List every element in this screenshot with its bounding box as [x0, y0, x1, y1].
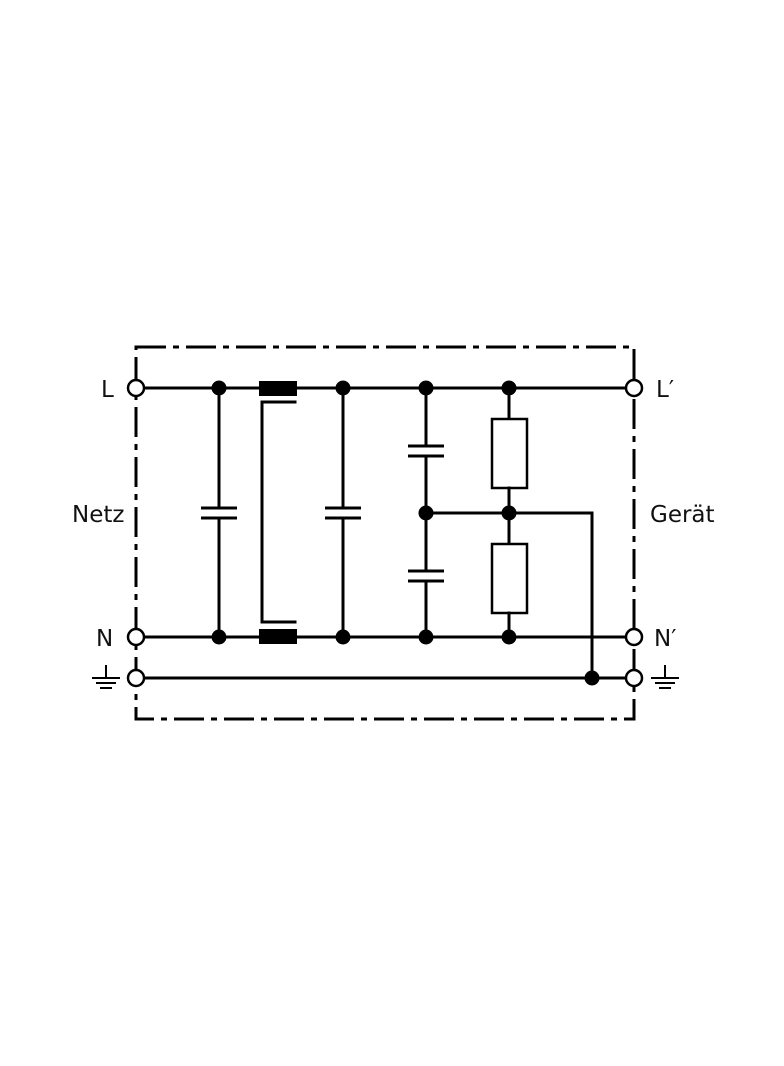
label-device: Gerät [650, 502, 715, 528]
choke-core [260, 400, 297, 624]
label-neutral-out: N′ [654, 626, 676, 652]
junction-nodes [211, 380, 600, 686]
node [418, 380, 434, 396]
bleeder-resistors [490, 386, 529, 639]
x-capacitor-input [201, 386, 237, 639]
ground-icon [92, 665, 120, 689]
node [501, 629, 517, 645]
label-mains: Netz [72, 502, 124, 528]
node [584, 670, 600, 686]
node [335, 629, 351, 645]
label-line-in: L [101, 377, 114, 403]
node [501, 505, 517, 521]
label-neutral-in: N [96, 626, 113, 652]
resistor-lower [490, 542, 529, 615]
node [211, 629, 227, 645]
label-line-out: L′ [656, 377, 674, 403]
resistor-upper [490, 417, 529, 490]
filter-enclosure-frame [134, 345, 636, 721]
terminal-earth-in [126, 668, 146, 688]
midpoint-to-earth-wire [424, 511, 594, 680]
terminal-line-in [126, 378, 146, 398]
common-mode-choke [259, 381, 297, 644]
terminal-earth-out [624, 668, 644, 688]
terminal-line-out [624, 378, 644, 398]
node [501, 380, 517, 396]
choke-winding-neutral [259, 629, 297, 644]
node [335, 380, 351, 396]
node [418, 629, 434, 645]
terminal-neutral-out [624, 627, 644, 647]
terminals [126, 378, 644, 688]
ground-icon [651, 665, 679, 689]
choke-winding-line [259, 381, 297, 396]
x-capacitor-output [325, 386, 361, 639]
terminal-neutral-in [126, 627, 146, 647]
node [418, 505, 434, 521]
node [211, 380, 227, 396]
